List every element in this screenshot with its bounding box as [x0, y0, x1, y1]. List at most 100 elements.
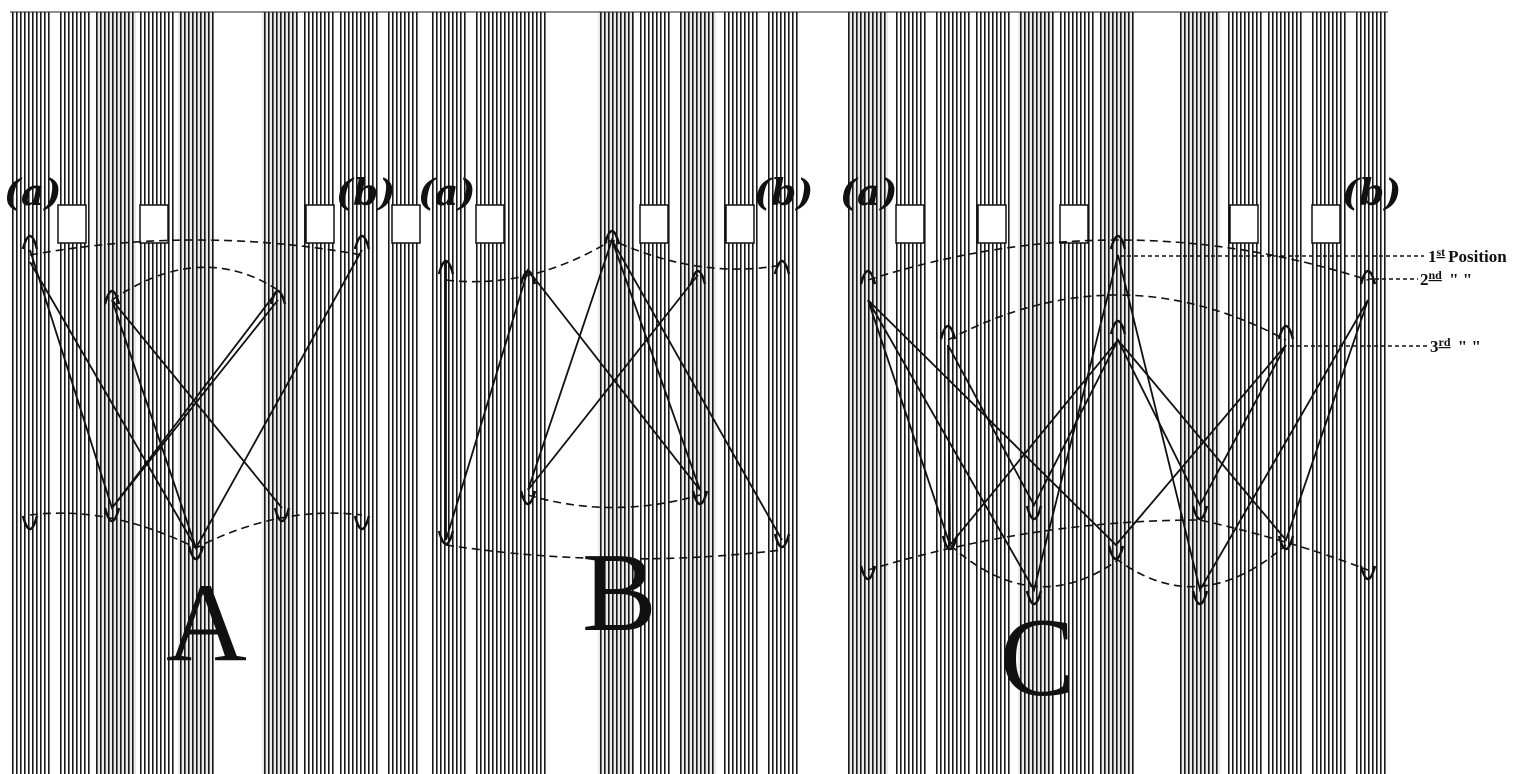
heddle-box	[391, 204, 421, 244]
warp-band	[1060, 12, 1096, 774]
band-shade	[178, 12, 214, 774]
caption-c: C	[1000, 596, 1075, 720]
warp-band	[96, 12, 136, 774]
upper-loop	[103, 289, 121, 305]
heddle-loops	[21, 229, 1377, 606]
dashed-thread	[867, 239, 1369, 281]
upper-loop	[859, 269, 877, 285]
label-a-left: (a)	[4, 172, 61, 214]
heddle-box	[1229, 204, 1259, 244]
warp-band	[388, 12, 420, 774]
lower-loop	[1191, 590, 1209, 606]
lower-loop	[1359, 565, 1377, 581]
upper-loop	[21, 234, 39, 250]
heddle-box	[139, 204, 169, 244]
solid-thread	[611, 239, 701, 491]
heddle-box	[639, 204, 669, 244]
lower-loop	[941, 535, 959, 551]
label-b-right: (b)	[336, 172, 395, 214]
warp-band	[474, 12, 514, 774]
warp-band	[340, 12, 380, 774]
upper-loop	[939, 324, 957, 340]
lower-loop	[353, 515, 371, 531]
solid-thread	[111, 299, 283, 509]
warp-band	[430, 12, 466, 774]
heddle-box	[57, 204, 87, 244]
warp-band	[1018, 12, 1054, 774]
lower-loop	[1191, 505, 1209, 521]
solid-thread	[867, 299, 951, 546]
upper-loop	[269, 289, 287, 305]
warp-thread-bands	[10, 11, 1388, 774]
dashed-thread	[867, 519, 1369, 571]
warp-band	[976, 12, 1012, 774]
lower-loop	[1025, 590, 1043, 606]
band-shade	[96, 12, 136, 774]
position-leaders	[1120, 255, 1428, 347]
band-shade	[1100, 12, 1134, 774]
warp-band	[58, 12, 90, 774]
lower-loop	[691, 490, 709, 506]
label-a-left: (a)	[840, 172, 897, 214]
dashed-thread	[29, 512, 363, 549]
band-shade	[598, 12, 634, 774]
upper-loop	[1277, 324, 1295, 340]
warp-band	[178, 12, 214, 774]
upper-loop	[689, 269, 707, 285]
dashed-thread	[445, 239, 783, 283]
upper-loop	[603, 229, 621, 245]
upper-loop	[1109, 319, 1127, 335]
warp-band	[262, 12, 298, 774]
warp-band	[766, 12, 800, 774]
upper-loop	[519, 269, 537, 285]
heddle-box	[1059, 204, 1089, 244]
diagram-b-labels: (a) (b)	[418, 172, 813, 214]
lower-loop	[103, 507, 121, 523]
dashed-thread	[947, 294, 1287, 341]
warp-band	[516, 12, 548, 774]
band-shade	[848, 12, 888, 774]
lower-loop	[773, 533, 791, 549]
label-b-right: (b)	[1342, 172, 1401, 214]
warp-band	[722, 12, 758, 774]
lower-loop	[437, 530, 455, 546]
lower-loop	[859, 565, 877, 581]
warp-band	[1310, 12, 1346, 774]
thread-paths	[29, 237, 1369, 593]
diagram-a-labels: (a) (b)	[4, 172, 395, 214]
band-shade	[262, 12, 298, 774]
warp-band	[304, 12, 334, 774]
heddle-boxes	[57, 204, 1341, 244]
lower-loop	[21, 515, 39, 531]
upper-loop	[353, 234, 371, 250]
solid-thread	[111, 289, 279, 509]
warp-band	[848, 12, 888, 774]
solid-thread	[947, 337, 1287, 507]
solid-thread	[867, 299, 1287, 547]
warp-band	[934, 12, 970, 774]
heddle-box	[1311, 204, 1341, 244]
heddle-box	[977, 204, 1007, 244]
heddle-box	[305, 204, 335, 244]
upper-loop	[1109, 234, 1127, 250]
upper-loop	[437, 259, 455, 275]
position-label-3: 3rd " "	[1430, 335, 1481, 356]
lower-loop	[187, 545, 205, 561]
lower-loop	[1277, 535, 1295, 551]
lower-loop	[1025, 505, 1043, 521]
dashed-thread	[445, 544, 783, 560]
lower-loop	[273, 507, 291, 523]
lower-loop	[519, 490, 537, 506]
label-a-left: (a)	[418, 172, 475, 214]
band-shade	[1180, 12, 1220, 774]
diagram-c-labels: (a) (b)	[840, 172, 1401, 214]
caption-a: A	[166, 561, 247, 685]
dashed-thread	[111, 266, 279, 301]
label-b-right: (b)	[754, 172, 813, 214]
solid-thread	[867, 254, 1369, 593]
heddle-box	[475, 204, 505, 244]
lower-loop	[1107, 545, 1125, 561]
